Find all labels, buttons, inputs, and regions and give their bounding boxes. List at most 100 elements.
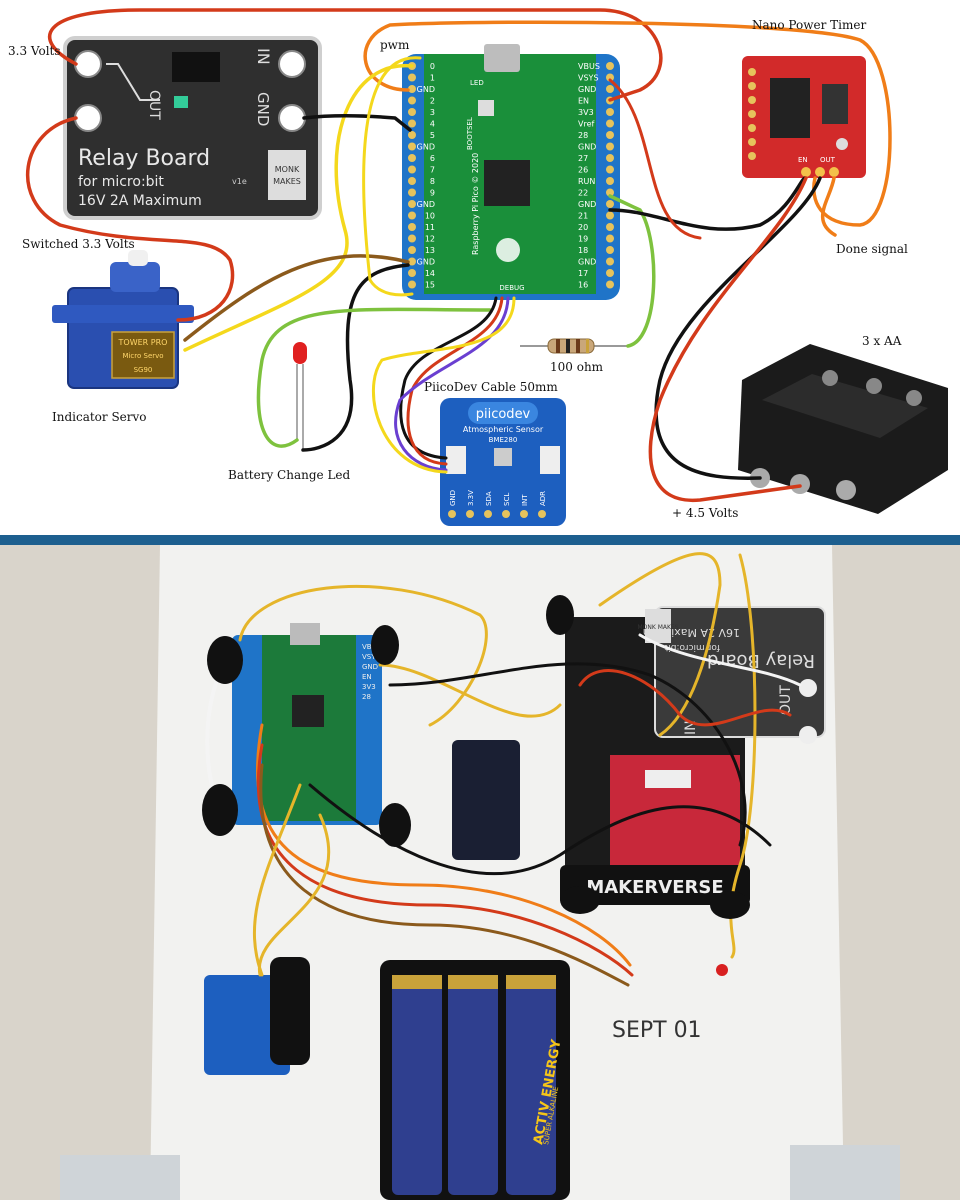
label-3v3-volts: 3.3 Volts [8,44,61,58]
pico-left-pin-label: 12 [425,235,435,244]
raspberry-pi-pico: BOOTSEL Raspberry Pi Pico © 2020 DEBUG L… [402,44,620,300]
sensor-connector-right [540,446,560,474]
photo-piicodev: piicodev [204,957,310,1075]
pico-right-pin-hole [606,246,614,254]
timer-pin-hole [748,138,756,146]
photo-handwriting: SEPT 01 [612,1018,702,1043]
sensor-pin-label: GND [449,490,457,506]
usb-port-icon [484,44,520,72]
sensor-connector-left [446,446,466,474]
svg-text:BOOTSEL: BOOTSEL [466,117,474,150]
pico-left-pin-label: 0 [430,62,435,71]
photo-mounting-blobs [202,595,750,919]
sensor-pin-hole [448,510,456,518]
pico-right-pin-label: 19 [578,235,588,244]
pico-left-pin-hole [408,154,416,162]
servo-label-plate [111,331,175,379]
pico-right-pin-label: VBUS [578,62,600,71]
section-divider [0,535,960,545]
photo-pico-pin-label: EN [362,673,372,681]
sensor-pin-label: SCL [503,493,511,506]
pico-left-pin-hole [408,73,416,82]
photo-battery-3 [506,975,556,1195]
svg-text:LED: LED [470,79,484,87]
pico-right-pin-hole [606,234,614,243]
pico-right-pin-label: 28 [578,131,588,140]
pico-left-pin-label: 14 [425,269,435,278]
label-indicator-servo: Indicator Servo [52,410,147,424]
pico-left-pin-label: 1 [430,74,435,83]
dip-switch [770,78,810,138]
photo-dip-switch [645,770,691,788]
pico-left-pin-label: 11 [425,223,435,232]
pico-left-pin-hole [408,269,416,277]
svg-text:DEBUG: DEBUG [499,284,524,292]
pico-right-pin-hole [606,280,614,289]
pico-right-pin-hole [606,269,614,277]
pico-left-pin-label: 3 [430,108,435,117]
relay-component [172,52,220,82]
pico-right-pin-label: Vref [578,120,595,129]
svg-text:OUT: OUT [778,685,794,715]
pico-right-pin-label: RUN [578,177,595,186]
timer-pin-hole [748,96,756,104]
pico-left-pin-label: 7 [430,166,435,175]
photo-relay-board [654,606,826,738]
relay-out-label: OUT [146,90,162,120]
label-pwm: pwm [380,38,410,52]
pico-left-pin-hole [408,280,416,289]
photo-makerverse-label: MAKERVERSE [586,877,723,898]
pico-left-pin-hole [408,85,416,93]
battery-terminal-3 [836,480,856,500]
sensor-pin-hole [484,510,492,518]
photo-pico: VBUSVSYSGNDEN3V328 [232,623,382,825]
pico-left-pin-hole [408,108,416,116]
timer-pin-hole [748,82,756,90]
pico-right-pin-label: 22 [578,189,588,198]
svg-text:Atmospheric Sensor: Atmospheric Sensor [463,425,544,434]
pico-left-pin-label: 10 [425,212,435,221]
relay-gnd-label: GND [254,92,272,126]
photo-monk-logo [645,609,671,643]
photo-pico-pin-label: 3V3 [362,683,376,691]
relay-led-icon [174,96,188,108]
pico-left-pin-hole [408,142,416,151]
svg-text:piicodev: piicodev [476,407,531,422]
pico-right-pin-label: VSYS [578,74,599,83]
pico-left-pin-label: 4 [430,120,435,129]
pico-right-pin-label: 27 [578,154,588,163]
sensor-pin-hole [502,510,510,518]
photo-pico-pin-label: GND [362,663,378,671]
pico-left-pin-label: 13 [425,246,435,255]
svg-text:for micro:bit: for micro:bit [664,642,720,652]
label-piicodev-cable: PiicoDev Cable 50mm [424,380,558,394]
timer-out-pad [815,167,825,177]
build-photo: VBUSVSYSGNDEN3V328 16V 2A Maximum for mi… [0,545,960,1200]
pico-right-pin-hole [606,177,614,185]
label-switched-3v3: Switched 3.3 Volts [22,237,135,251]
svg-text:MAKES: MAKES [273,177,301,186]
timer-pin-hole [748,68,756,76]
battery-terminal-2 [790,474,810,494]
battery-spring-3 [906,390,922,406]
timer-en-pad [801,167,811,177]
pico-right-pin-hole [606,85,614,93]
pico-right-pin-hole [606,223,614,231]
pico-right-pin-hole [606,73,614,82]
pico-right-pin-hole [606,142,614,151]
relay-version: v1e [232,177,247,186]
pico-right-pin-labels: VBUSVSYSGNDEN3V3Vref28GND2726RUN22GND212… [578,62,614,290]
bme280-chip [494,448,512,466]
relay-3v3-terminal [74,50,102,78]
pico-right-pin-hole [606,211,614,220]
pico-left-pin-label: 5 [430,131,435,140]
wires [25,8,892,503]
pico-right-pin-hole [606,188,614,197]
svg-text:EN: EN [798,156,808,164]
photo-relay-terminal-2 [799,726,817,744]
raspberry-logo-icon [496,238,520,262]
pico-left-pin-hole [408,131,416,139]
sensor-pin-label: INT [521,494,529,506]
